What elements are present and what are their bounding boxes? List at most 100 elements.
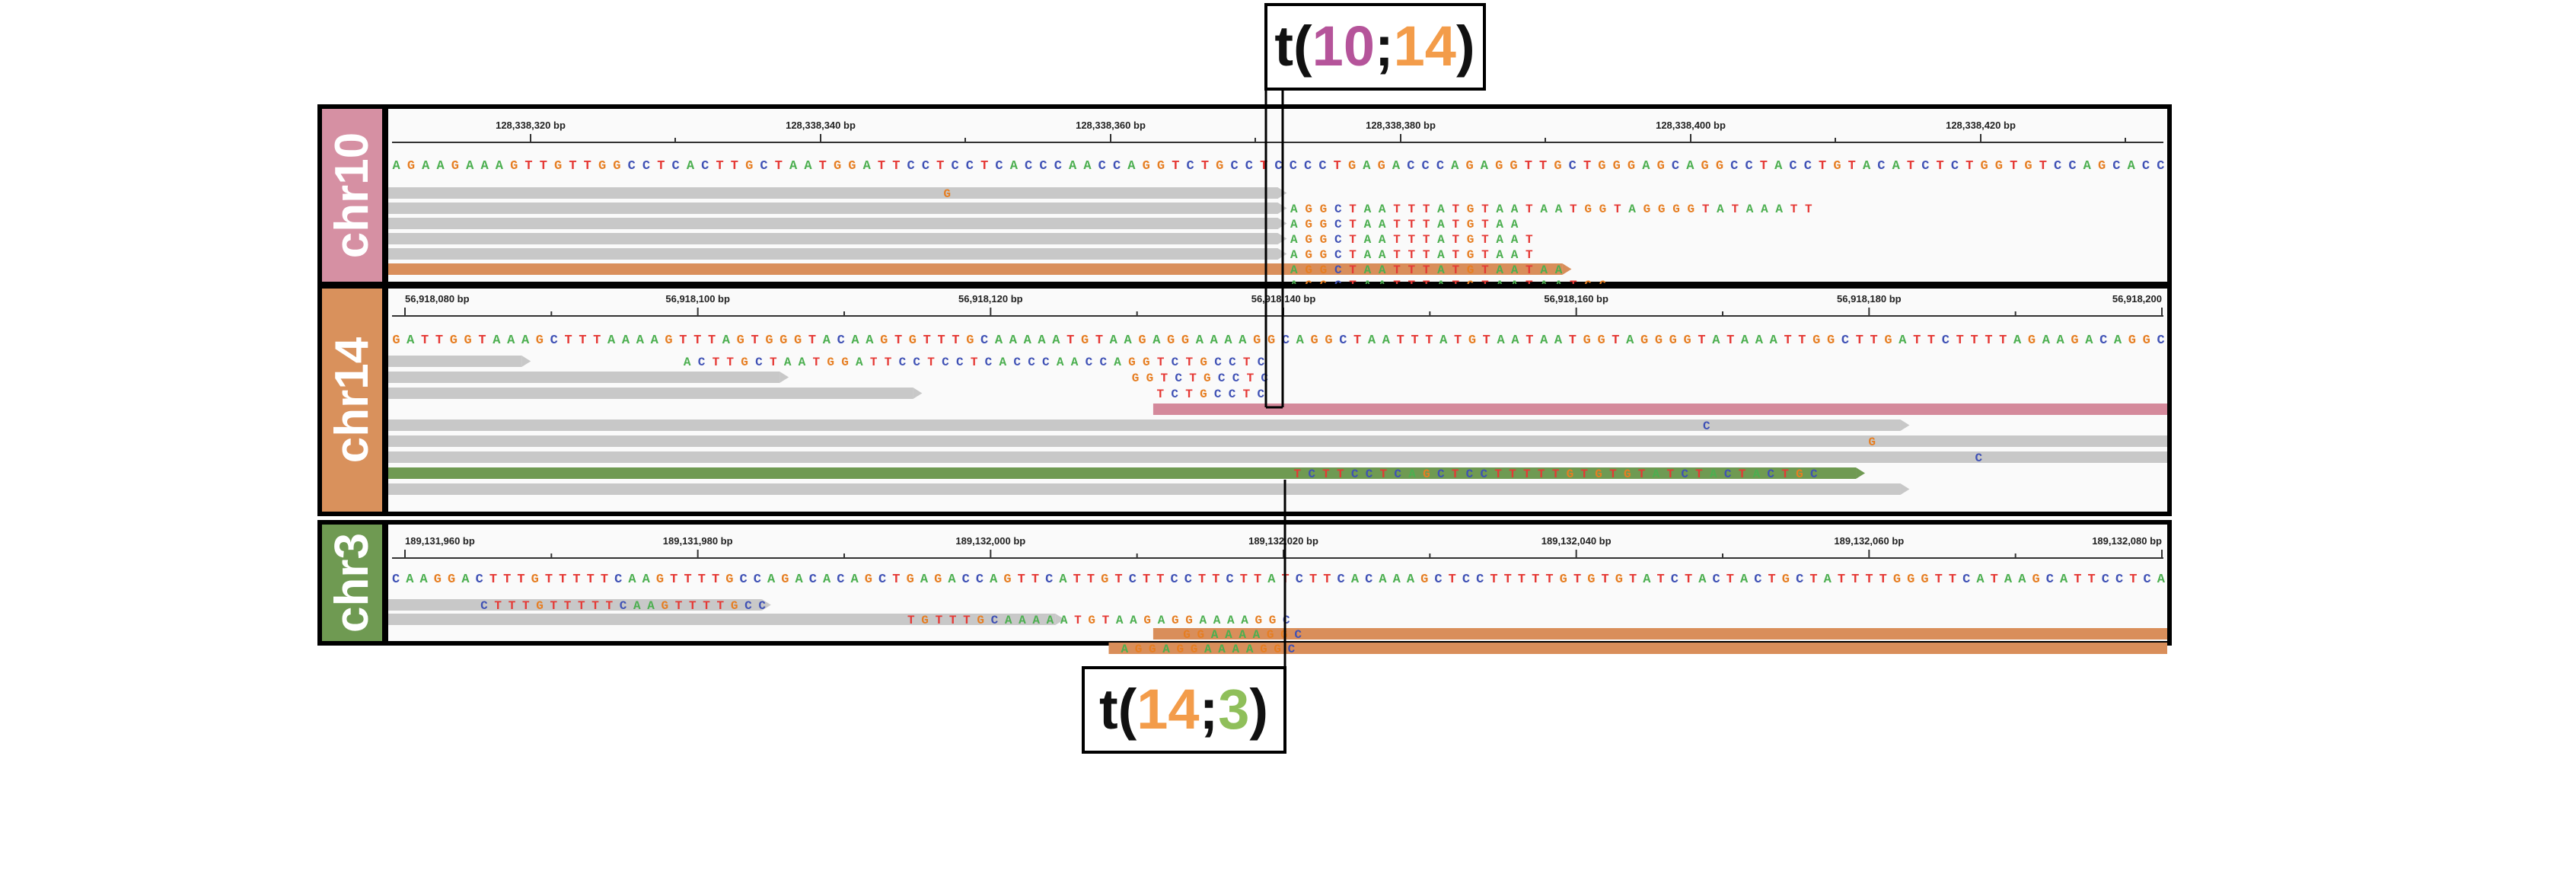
reference-base: G — [1101, 573, 1108, 587]
read-base: T — [949, 614, 957, 627]
reference-base: T — [1172, 159, 1179, 174]
read-base: T — [1526, 263, 1533, 277]
read-base: T — [1423, 233, 1430, 247]
read-base: A — [1290, 218, 1298, 231]
read-bar — [388, 483, 1901, 495]
read-base: T — [1481, 218, 1489, 231]
read-base: T — [522, 599, 530, 613]
read-base: T — [713, 356, 720, 369]
read-base: T — [1509, 467, 1516, 481]
reference-base: G — [510, 159, 518, 174]
reference-base: C — [2102, 573, 2109, 587]
reference-base: A — [521, 333, 530, 348]
read-base: C — [1480, 467, 1487, 481]
read-base: A — [1032, 614, 1040, 627]
reference-base: C — [1877, 159, 1885, 174]
reference-base: A — [1368, 333, 1376, 348]
read-base: A — [1775, 203, 1783, 216]
reference-base: T — [569, 159, 576, 174]
read-base: T — [1393, 233, 1401, 247]
read-base: A — [1199, 614, 1207, 627]
read-base: C — [1171, 388, 1178, 401]
reference-base: C — [1951, 159, 1959, 174]
reference-base: C — [2142, 159, 2150, 174]
reference-base: C — [976, 573, 984, 587]
reference-base: T — [892, 573, 900, 587]
read-bar — [388, 218, 1278, 229]
read-base: A — [1071, 356, 1079, 369]
callout-bottom-sep: ; — [1200, 678, 1219, 741]
read-base: A — [1364, 263, 1372, 277]
reference-base: G — [765, 333, 773, 348]
read-base: C — [1086, 356, 1093, 369]
reference-base: T — [2010, 159, 2017, 174]
reference-base: T — [1784, 333, 1791, 348]
read-base: G — [536, 599, 544, 613]
read-base: G — [1200, 388, 1207, 401]
reference-base: G — [1893, 573, 1901, 587]
reference-base: A — [2060, 573, 2068, 587]
read-base: G — [1688, 203, 1695, 216]
reference-base: T — [1323, 573, 1331, 587]
reference-base: G — [1465, 159, 1473, 174]
read-base: C — [1258, 356, 1265, 369]
read-base: A — [1114, 356, 1121, 369]
reference-base: A — [1642, 159, 1650, 174]
reference-base: T — [2074, 573, 2081, 587]
read-base: A — [1496, 248, 1503, 262]
reference-base: G — [1615, 573, 1623, 587]
reference-base: G — [737, 333, 744, 348]
reference-base: A — [1363, 159, 1371, 174]
read-base: C — [1172, 356, 1179, 369]
callout-bottom-prefix: t( — [1099, 678, 1137, 741]
read-base: A — [1437, 248, 1445, 262]
read-base: G — [827, 356, 834, 369]
reference-base: T — [1353, 333, 1361, 348]
reference-base: G — [434, 573, 442, 587]
reference-base: C — [809, 573, 817, 587]
read-base: G — [1135, 643, 1143, 656]
read-bar — [388, 233, 1278, 244]
reference-base: G — [966, 333, 974, 348]
read-arrow — [1856, 467, 1866, 479]
read-base: T — [564, 599, 572, 613]
read-base: A — [1555, 203, 1563, 216]
read-base: T — [927, 356, 935, 369]
read-base: C — [1334, 248, 1342, 262]
reference-base: G — [1253, 333, 1261, 348]
ruler-label: 189,132,060 bp — [1834, 535, 1904, 547]
reference-base: C — [642, 159, 650, 174]
read-base: T — [1731, 203, 1739, 216]
reference-base: G — [794, 333, 802, 348]
read-base: G — [1672, 203, 1680, 216]
read-row: C — [388, 451, 2167, 465]
reference-base: T — [1545, 573, 1553, 587]
reference-base: T — [1949, 573, 1956, 587]
reference-base: T — [503, 573, 511, 587]
reference-base: A — [1379, 573, 1387, 587]
read-arrow — [913, 388, 923, 399]
reference-base: G — [1138, 333, 1146, 348]
read-base: G — [1320, 203, 1328, 216]
ruler-label: 56,918,120 bp — [958, 293, 1023, 305]
reference-base: A — [2042, 333, 2051, 348]
reference-base: T — [1018, 573, 1025, 587]
reference-base: C — [1296, 573, 1303, 587]
read-base: C — [1703, 419, 1710, 433]
reference-base: C — [1098, 159, 1106, 174]
chromosome-label: chr14 — [326, 337, 378, 463]
read-base: T — [1423, 218, 1430, 231]
read-base: G — [1267, 628, 1274, 642]
reference-base: G — [464, 333, 472, 348]
read-base: G — [1467, 218, 1475, 231]
read-arrow — [1900, 483, 1910, 495]
reference-base: A — [1296, 333, 1305, 348]
reference-base: A — [1392, 159, 1401, 174]
reference-base: C — [2099, 333, 2107, 348]
read-base: T — [1161, 372, 1168, 385]
reference-base: A — [866, 333, 874, 348]
reference-base: A — [1698, 573, 1707, 587]
